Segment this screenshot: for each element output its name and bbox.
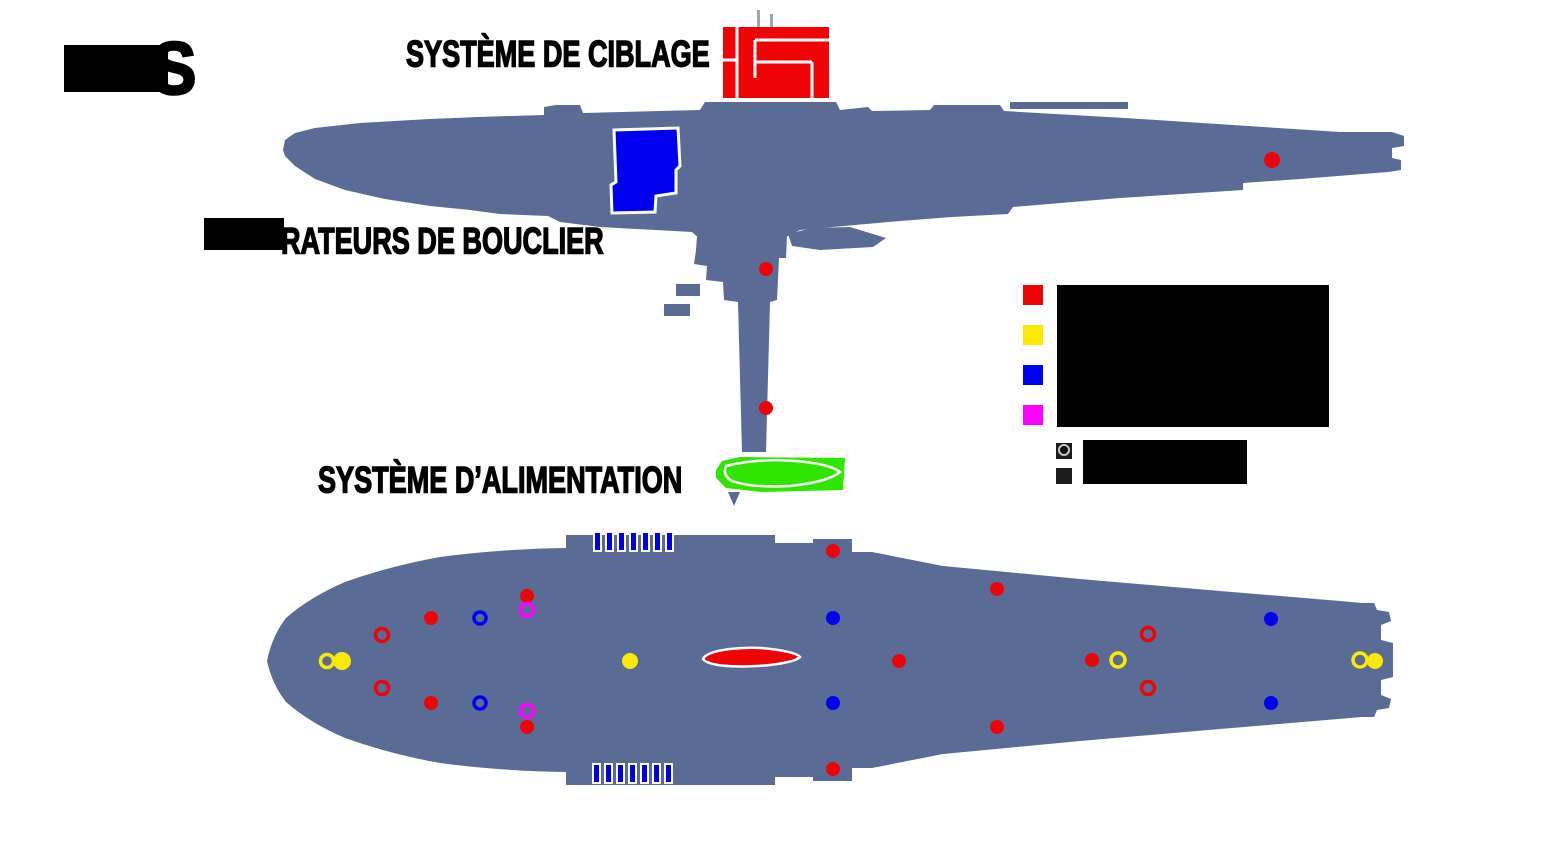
legend-swatch-magenta bbox=[1023, 405, 1043, 425]
hatch-bar bbox=[604, 763, 613, 784]
hatch-bar bbox=[641, 531, 650, 552]
hollow-marker bbox=[1109, 651, 1127, 669]
hatch-bar bbox=[664, 763, 673, 784]
side-view-markers bbox=[759, 152, 1280, 415]
hollow-marker bbox=[373, 679, 391, 697]
filled-marker bbox=[1264, 612, 1278, 626]
filled-marker bbox=[1367, 653, 1383, 669]
title-visible-letter: S bbox=[151, 26, 198, 112]
hollow-marker bbox=[1139, 679, 1157, 697]
hatch-row-bottom bbox=[592, 763, 673, 784]
legend-swatch-red bbox=[1023, 285, 1043, 305]
hatch-bar bbox=[605, 531, 614, 552]
side-neck-step-1 bbox=[676, 284, 700, 296]
power-system-highlight bbox=[716, 457, 845, 506]
filled-marker bbox=[424, 611, 438, 625]
filled-marker bbox=[520, 720, 534, 734]
side-neck-step-2 bbox=[664, 304, 690, 316]
hollow-marker bbox=[318, 652, 336, 670]
hollow-marker bbox=[472, 695, 488, 711]
hatch-row-top bbox=[593, 531, 674, 552]
targeting-system-highlight bbox=[723, 27, 829, 98]
shield-generators-label: RATEURS DE BOUCLIER bbox=[280, 219, 604, 262]
hollow-marker bbox=[1351, 651, 1369, 669]
hollow-marker bbox=[518, 601, 536, 619]
filled-marker bbox=[1264, 152, 1280, 168]
side-neck bbox=[694, 236, 787, 452]
filled-marker bbox=[1085, 653, 1099, 667]
filled-marker bbox=[520, 589, 534, 603]
hatch-bar bbox=[665, 531, 674, 552]
power-system-label: SYSTÈME D’ALIMENTATION bbox=[317, 458, 683, 501]
legend-swatch-blue bbox=[1023, 365, 1043, 385]
hatch-bar bbox=[653, 531, 662, 552]
filled-marker bbox=[1264, 696, 1278, 710]
top-view-ship bbox=[267, 531, 1393, 785]
hatch-bar bbox=[592, 763, 601, 784]
filled-marker bbox=[990, 582, 1004, 596]
mast-1 bbox=[757, 10, 760, 28]
shield-generators-highlight bbox=[609, 126, 682, 215]
legend-plain-square-icon bbox=[1056, 468, 1072, 484]
top-hull bbox=[267, 535, 1393, 785]
filled-marker bbox=[826, 611, 840, 625]
filled-marker bbox=[759, 262, 773, 276]
filled-marker bbox=[622, 653, 638, 669]
filled-marker bbox=[826, 762, 840, 776]
redacted-title-blob bbox=[64, 45, 168, 92]
side-view-ship bbox=[283, 10, 1404, 506]
legend-dot-in-square-icon bbox=[1056, 443, 1072, 459]
redacted-legend-text-block bbox=[1057, 285, 1329, 427]
hollow-marker bbox=[1139, 625, 1157, 643]
filled-marker bbox=[990, 720, 1004, 734]
hatch-bar bbox=[652, 763, 661, 784]
filled-marker bbox=[759, 401, 773, 415]
pod-spike bbox=[728, 492, 740, 506]
redacted-legend-subtext-block bbox=[1083, 440, 1247, 484]
redacted-label-prefix bbox=[204, 218, 284, 250]
top-view-markers bbox=[318, 544, 1383, 776]
central-red-lens bbox=[701, 646, 802, 668]
hatch-bar bbox=[617, 531, 626, 552]
hatch-bar bbox=[629, 531, 638, 552]
hollow-marker bbox=[518, 702, 536, 720]
targeting-system-label: SYSTÈME DE CIBLAGE bbox=[405, 32, 710, 75]
filled-marker bbox=[826, 696, 840, 710]
hatch-bar bbox=[640, 763, 649, 784]
hollow-marker bbox=[373, 626, 391, 644]
hatch-bar bbox=[593, 531, 602, 552]
side-top-strip bbox=[1010, 102, 1128, 109]
legend-swatch-yellow bbox=[1023, 325, 1043, 345]
filled-marker bbox=[826, 544, 840, 558]
hatch-bar bbox=[628, 763, 637, 784]
mast-2 bbox=[770, 14, 773, 28]
legend-swatch-column bbox=[1023, 285, 1043, 445]
filled-marker bbox=[424, 696, 438, 710]
side-fin bbox=[788, 227, 886, 250]
hatch-bar bbox=[616, 763, 625, 784]
legend-dot-icon bbox=[1058, 444, 1070, 456]
filled-marker bbox=[892, 654, 906, 668]
hollow-marker bbox=[472, 610, 488, 626]
filled-marker bbox=[333, 652, 351, 670]
side-hull bbox=[283, 102, 1404, 239]
